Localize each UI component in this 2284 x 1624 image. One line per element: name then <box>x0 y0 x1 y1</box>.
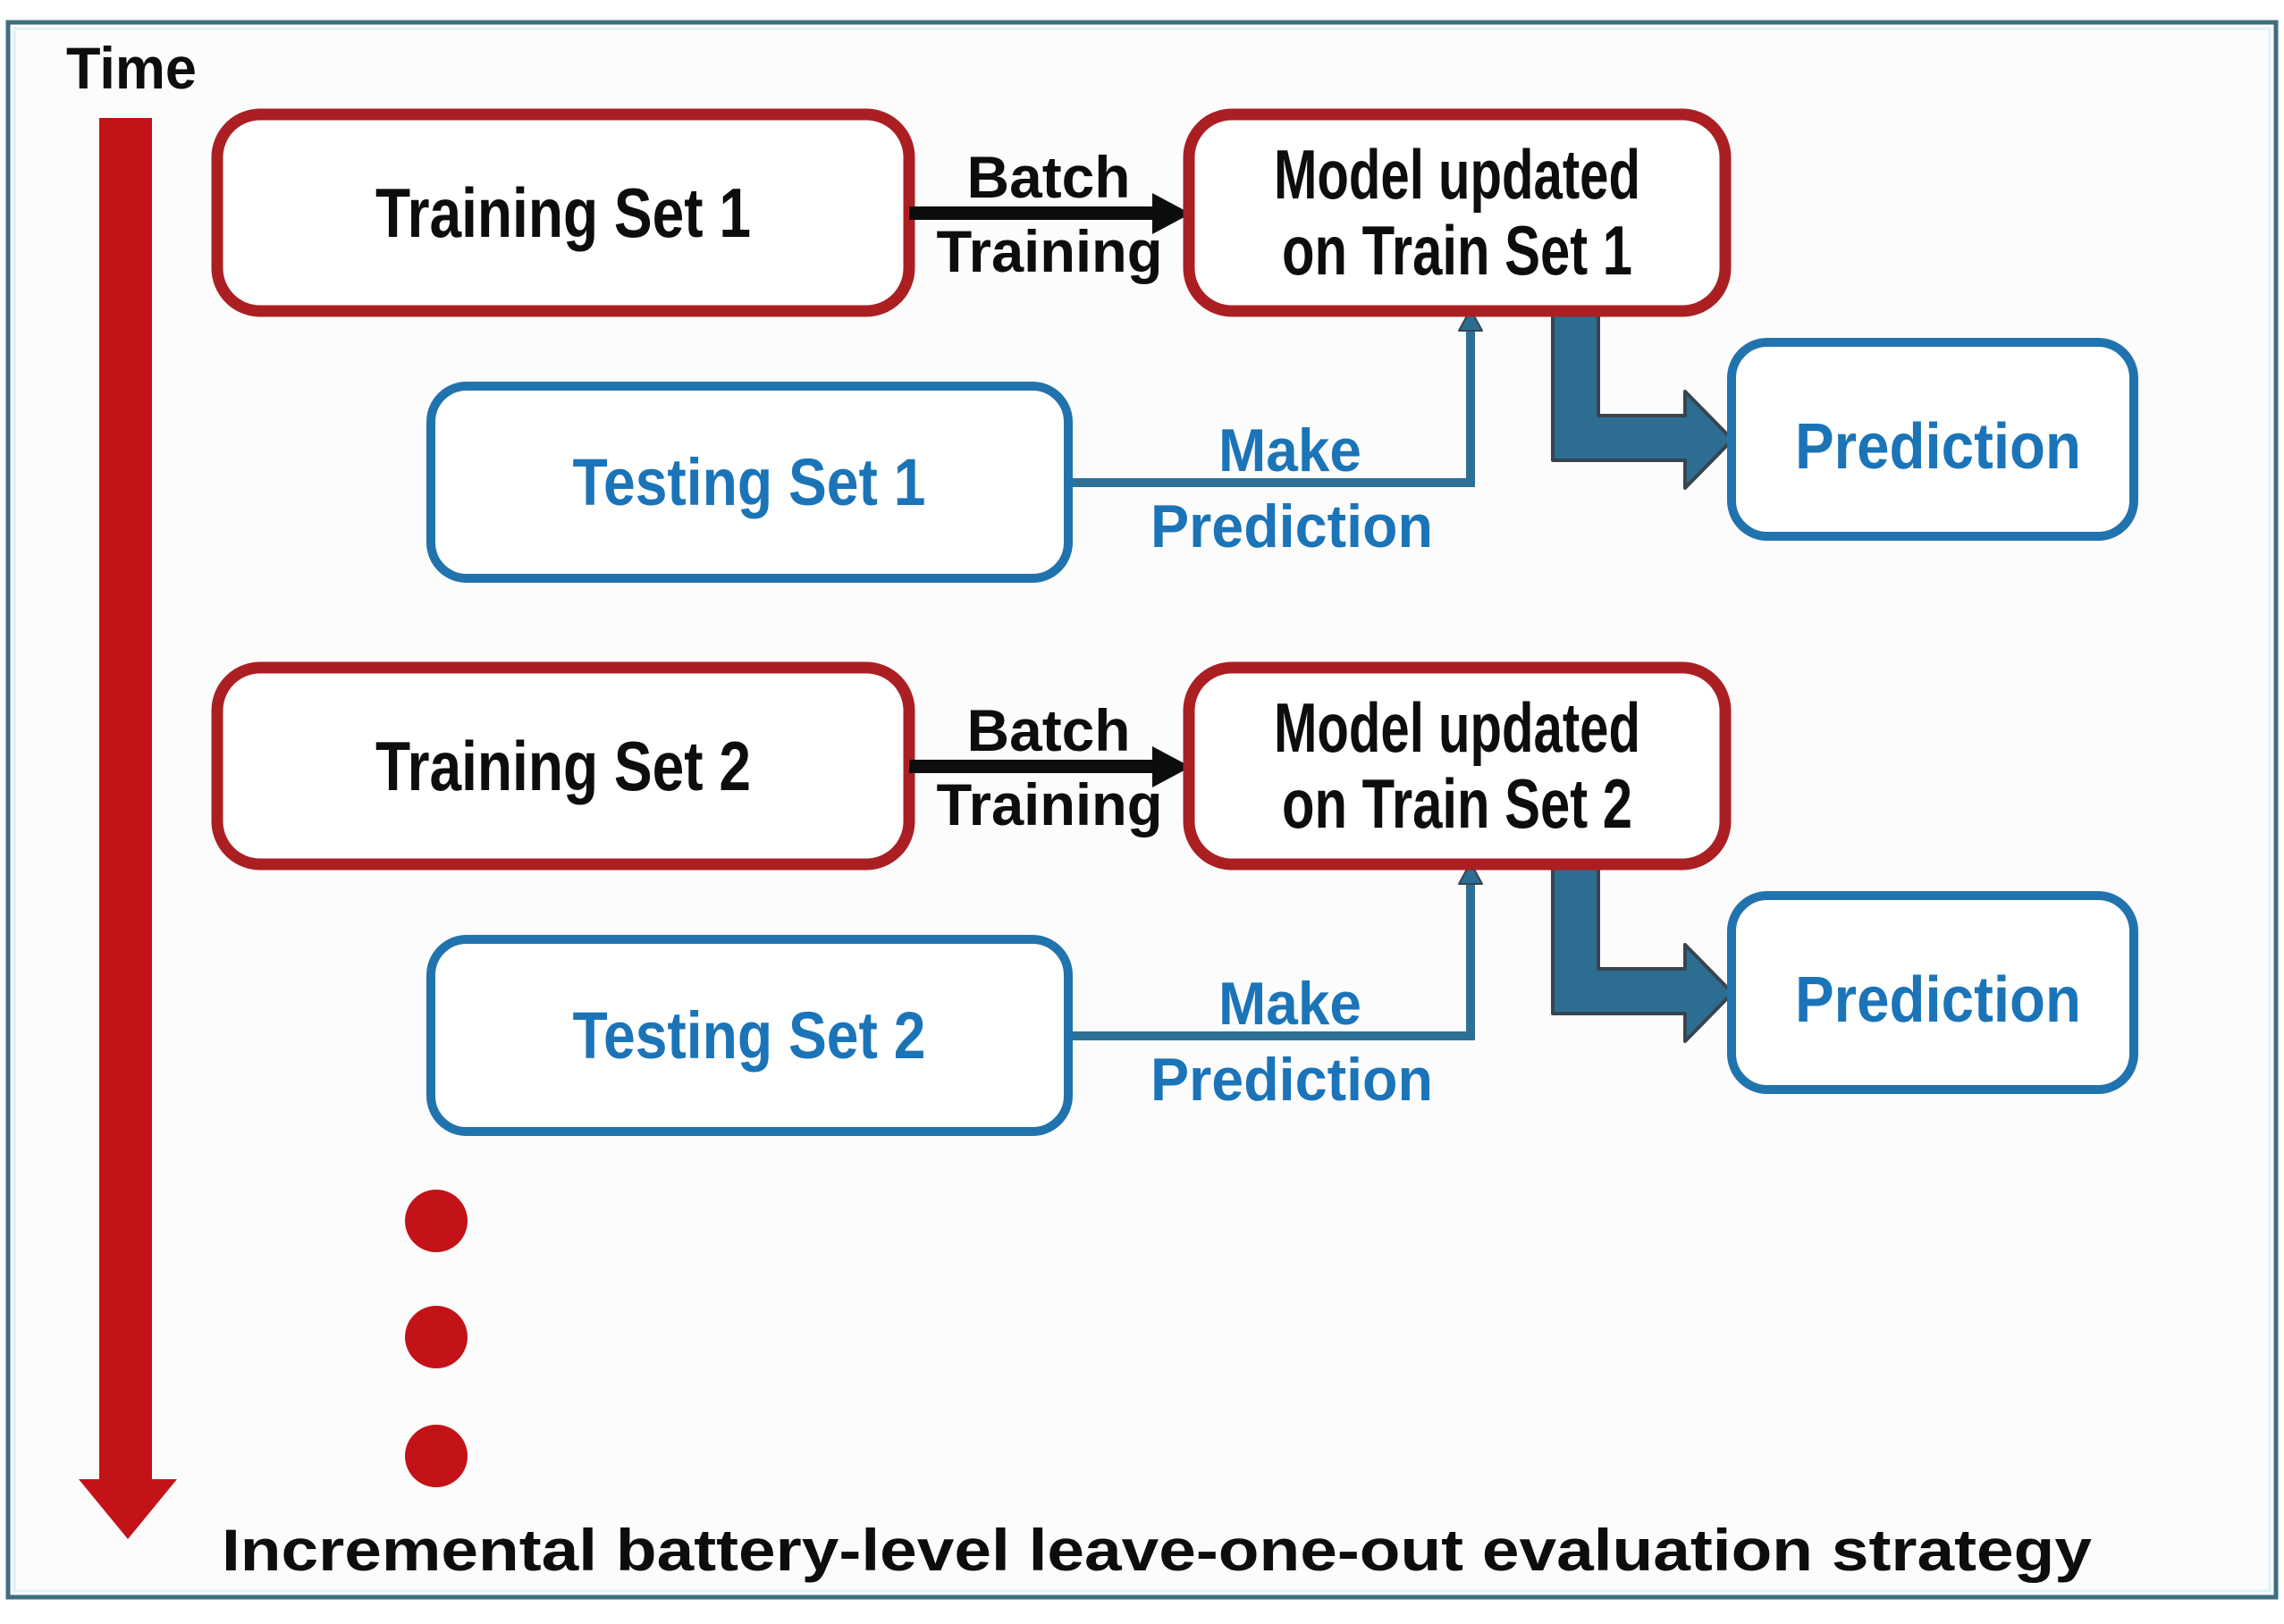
row-2-model-box <box>1183 661 1732 871</box>
time-arrow-head <box>79 1479 177 1539</box>
row-1-batch-arrow-head <box>1152 193 1191 234</box>
row-2-testing-label: Testing Set 2 <box>573 998 926 1073</box>
caption: Incremental battery-level leave-one-out … <box>222 1517 2092 1583</box>
row-2-make-label-line1: Make <box>1218 970 1361 1038</box>
time-arrow-icon <box>79 118 177 1539</box>
ellipsis-dot <box>405 1190 468 1252</box>
row-2-model-label-line2: on Train Set 2 <box>1282 764 1632 843</box>
row-2-make-prediction-arrowhead <box>1458 862 1483 885</box>
row-2-model-label-line1: Model updated <box>1274 688 1640 767</box>
row-2-make-label-line2: Prediction <box>1150 1046 1433 1114</box>
row-1-prediction-label: Prediction <box>1795 411 2081 483</box>
row-1-training-label: Training Set 1 <box>375 173 751 252</box>
row-1-prediction-box <box>1727 338 2138 541</box>
row-1-model-to-prediction-arrow <box>1551 305 1734 490</box>
row-1-batch-arrow <box>909 193 1191 234</box>
row-2-batch-arrow-shaft <box>909 760 1152 773</box>
row-2-testing-box <box>426 935 1073 1136</box>
row-1-make-label-line2: Prediction <box>1150 492 1433 560</box>
row-1-batch-label-line1: Batch <box>967 144 1131 210</box>
row-1-model-label-line1: Model updated <box>1274 135 1640 214</box>
row-1-batch-label-line2: Training <box>937 218 1163 284</box>
row-2-batch-arrow <box>909 746 1191 787</box>
continuation-ellipsis-icon <box>405 1190 468 1487</box>
time-label: Time <box>66 35 197 101</box>
row-1-make-prediction-connector <box>1068 329 1475 487</box>
row-2-training-label: Training Set 2 <box>375 727 751 805</box>
row-1-model-box <box>1183 108 1732 317</box>
row-2-batch-arrow-head <box>1152 746 1191 787</box>
row-2-prediction-label: Prediction <box>1795 964 2081 1036</box>
row-2-make-prediction-connector <box>1068 882 1475 1040</box>
row-2-batch-label-line2: Training <box>937 771 1163 837</box>
ellipsis-dot <box>405 1425 468 1487</box>
row-1-batch-arrow-shaft <box>909 206 1152 220</box>
row-2-prediction-box <box>1727 891 2138 1094</box>
row-1-make-prediction-arrowhead <box>1458 308 1483 332</box>
row-1-model-label-line2: on Train Set 1 <box>1282 211 1632 290</box>
ellipsis-dot <box>405 1306 468 1368</box>
diagram-border-halo <box>13 27 2271 1593</box>
time-arrow-shaft <box>99 118 152 1479</box>
row-2-batch-label-line1: Batch <box>967 697 1131 763</box>
row-1-testing-label: Testing Set 1 <box>573 445 926 519</box>
row-2-model-to-prediction-arrow <box>1551 858 1734 1043</box>
row-1-make-label-line1: Make <box>1218 417 1361 484</box>
row-1-testing-box <box>426 382 1073 583</box>
